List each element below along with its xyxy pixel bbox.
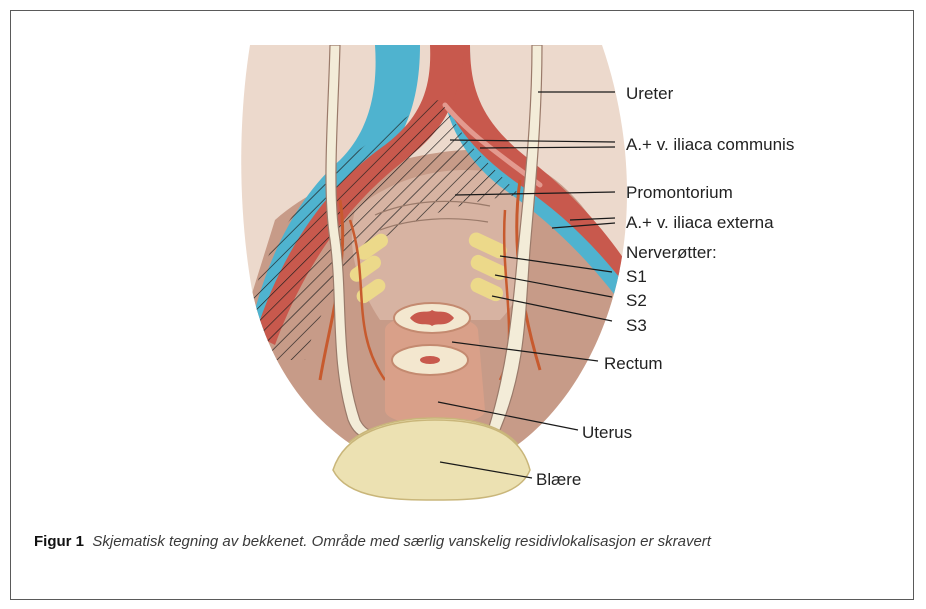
caption-text: Skjematisk tegning av bekkenet. Område m… xyxy=(92,533,711,550)
label-iliaca-externa: A.+ v. iliaca externa xyxy=(626,213,774,232)
caption-label: Figur 1 xyxy=(34,533,84,550)
label-uterus: Uterus xyxy=(582,423,632,442)
label-s3: S3 xyxy=(626,316,647,335)
label-s2: S2 xyxy=(626,291,647,310)
label-iliaca-communis: A.+ v. iliaca communis xyxy=(626,135,794,154)
figure-caption: Figur 1 Skjematisk tegning av bekkenet. … xyxy=(34,532,894,552)
label-rectum: Rectum xyxy=(604,354,663,373)
label-ureter: Ureter xyxy=(626,84,674,103)
label-promontorium: Promontorium xyxy=(626,183,733,202)
uterus-lumen xyxy=(420,356,440,364)
label-nerverotter: Nerverøtter: xyxy=(626,243,717,262)
label-s1: S1 xyxy=(626,267,647,286)
label-blaere: Blære xyxy=(536,470,581,489)
